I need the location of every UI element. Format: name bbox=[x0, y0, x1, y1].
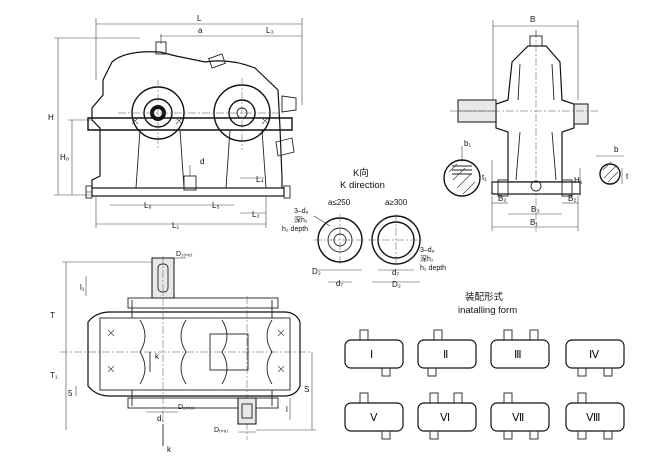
k-small-cond: a≤250 bbox=[328, 198, 351, 207]
dim-B1: B₁ bbox=[530, 218, 538, 227]
dim-S: S bbox=[304, 385, 309, 394]
dim-L3: L₃ bbox=[266, 26, 274, 35]
form-label-4: Ⅳ bbox=[589, 349, 600, 361]
k-title-en: K direction bbox=[340, 180, 385, 191]
k-title-cn: K向 bbox=[353, 167, 369, 179]
dim-L4: L₄ bbox=[256, 175, 264, 184]
install-title-cn: 装配形式 bbox=[465, 291, 504, 303]
form-label-6: Ⅵ bbox=[440, 412, 450, 424]
dim-L2: L₂ bbox=[252, 210, 260, 219]
dim-D1: D₁₍ₙ₆₎ bbox=[176, 251, 193, 258]
k-arrow-bottom: k bbox=[167, 445, 172, 454]
k-D2-right: D₂ bbox=[392, 280, 401, 289]
form-5: Ⅴ bbox=[344, 392, 404, 440]
dim-Dn6: D₍ₙ₆₎ bbox=[214, 427, 228, 434]
dim-B2-right: B₂ bbox=[568, 194, 576, 203]
dim-L5: L₅ bbox=[212, 201, 220, 210]
k-right-depth-cn: 深h₂ bbox=[420, 254, 434, 263]
dim-t1: t₁ bbox=[482, 173, 487, 182]
form-2: Ⅱ bbox=[417, 329, 477, 377]
dim-B: B bbox=[530, 15, 535, 24]
dim-D2n6: D₂₍ₙ₆₎ bbox=[178, 404, 195, 411]
form-label-2: Ⅱ bbox=[443, 349, 448, 361]
k-arrow-top: k bbox=[155, 352, 160, 361]
dim-T: T bbox=[50, 311, 55, 320]
k-left-depth-en: h₂ depth bbox=[282, 226, 308, 233]
form-label-8: Ⅷ bbox=[586, 412, 601, 424]
form-1: Ⅰ bbox=[344, 329, 404, 377]
installing-forms: 装配形式 inatalling form Ⅰ Ⅱ Ⅲ Ⅳ bbox=[344, 291, 625, 440]
k-right-holes: 3–d₈ bbox=[420, 247, 435, 254]
dim-d: d bbox=[200, 157, 204, 166]
dim-d1: d₁ bbox=[157, 414, 164, 423]
dim-l1: l₁ bbox=[80, 283, 85, 292]
form-label-1: Ⅰ bbox=[370, 349, 373, 361]
dim-T1: T₁ bbox=[50, 371, 58, 380]
k-direction-view: K向 K direction a≤250 a≥300 3–d₈ 深h₂ h₂ d… bbox=[282, 167, 446, 289]
form-label-7: Ⅶ bbox=[512, 412, 524, 424]
plan-view: D₁₍ₙ₆₎ l₁ T T₁ 5 k l S d₁ bbox=[50, 251, 316, 454]
install-title-en: inatalling form bbox=[458, 305, 517, 316]
dim-H0: H₀ bbox=[60, 153, 69, 162]
dim-B3: B₃ bbox=[531, 205, 540, 214]
k-D2-left: D₂ bbox=[312, 267, 321, 276]
k-right-depth-en: h₂ depth bbox=[420, 265, 446, 272]
form-6: Ⅵ bbox=[417, 392, 477, 440]
dim-b1: b₁ bbox=[464, 139, 471, 148]
dim-H: H bbox=[48, 113, 54, 122]
form-3: Ⅲ bbox=[490, 329, 550, 369]
dim-L: L bbox=[197, 14, 202, 23]
side-view: B b₁ t₁ H₁ b t bbox=[443, 15, 629, 232]
form-label-3: Ⅲ bbox=[514, 349, 522, 361]
form-4: Ⅳ bbox=[565, 339, 625, 377]
dim-b: b bbox=[614, 145, 619, 154]
dim-L1: L₁ bbox=[172, 221, 179, 230]
dim-t: t bbox=[626, 172, 629, 181]
dim-5: 5 bbox=[68, 389, 73, 398]
form-7: Ⅶ bbox=[490, 392, 550, 440]
k-d7-left: d₇ bbox=[336, 279, 343, 288]
form-8: Ⅷ bbox=[565, 392, 625, 440]
front-view: L a L₃ H H₀ bbox=[48, 14, 303, 230]
k-left-depth-cn: 深h₂ bbox=[294, 215, 308, 224]
dim-L6: L₆ bbox=[144, 201, 152, 210]
dim-B2-left: B₂ bbox=[498, 194, 506, 203]
k-large-cond: a≥300 bbox=[385, 198, 408, 207]
dim-l: l bbox=[286, 405, 288, 414]
k-left-holes: 3–d₈ bbox=[294, 208, 309, 215]
k-d7-right: d₇ bbox=[392, 268, 399, 277]
dim-H1: H₁ bbox=[574, 176, 583, 185]
form-label-5: Ⅴ bbox=[370, 412, 378, 424]
dim-a: a bbox=[198, 26, 203, 35]
